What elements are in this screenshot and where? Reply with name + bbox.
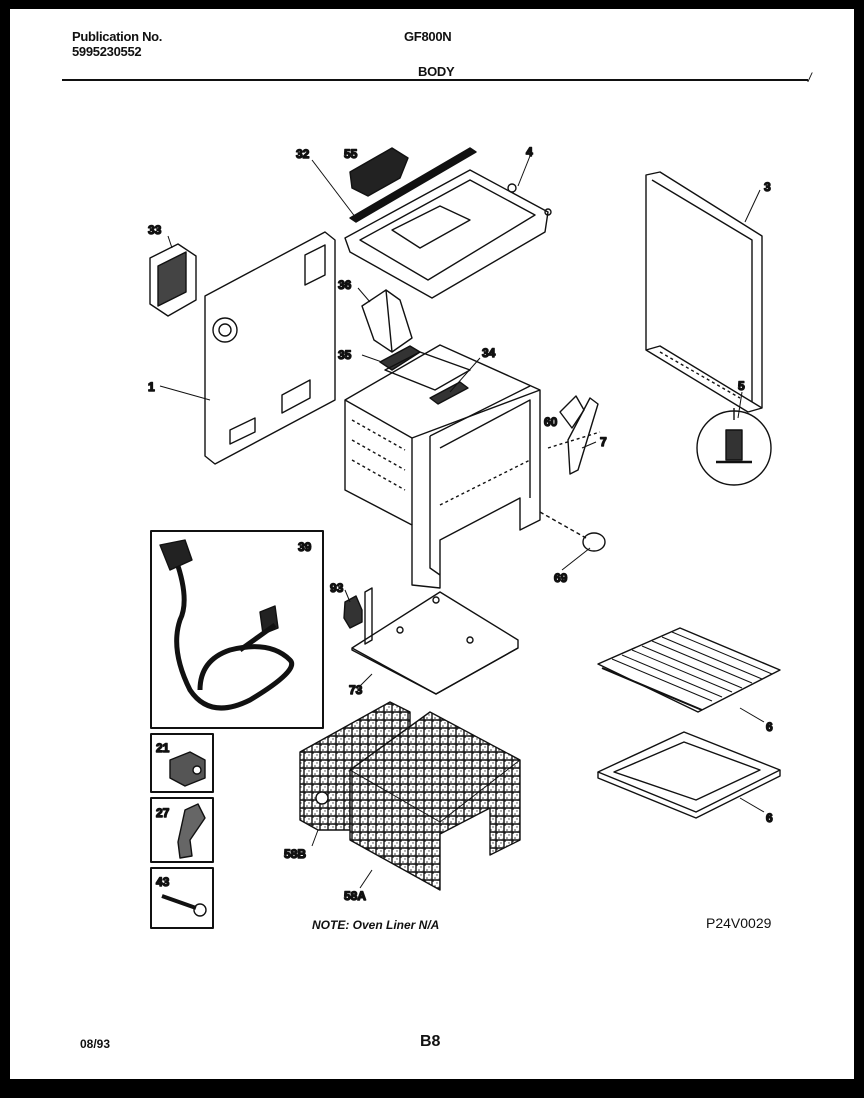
- callout-43: 43: [156, 875, 170, 889]
- corner-mark: /: [808, 70, 812, 85]
- model-number: GF800N: [404, 29, 452, 44]
- callout-58b: 58B: [284, 847, 306, 861]
- part-43-box: [150, 867, 214, 929]
- part-33-box: [149, 243, 197, 317]
- page-number: B8: [420, 1033, 441, 1050]
- callout-5: 5: [738, 379, 745, 393]
- callout-55: 55: [344, 147, 358, 161]
- oven-body-frame: [344, 344, 541, 589]
- callout-6-rack: 6: [766, 720, 773, 734]
- callout-58a: 58A: [344, 889, 366, 903]
- header-rule: [62, 79, 808, 81]
- part-27-box: [150, 797, 214, 863]
- publication-number: 5995230552: [72, 44, 142, 59]
- part-39-cord-box: [150, 530, 324, 729]
- callout-3: 3: [764, 180, 771, 194]
- part-5-detail: [696, 408, 772, 486]
- part-3-side-panel: [645, 171, 763, 413]
- print-date: 08/93: [80, 1037, 111, 1051]
- part-58a-insulation: [349, 711, 521, 891]
- callout-7: 7: [600, 435, 607, 449]
- part-8-broil-pan: [597, 731, 781, 819]
- section-title: BODY: [418, 64, 455, 79]
- diagram-code: P24V0029: [706, 915, 772, 931]
- oven-liner-note: NOTE: Oven Liner N/A: [312, 918, 440, 932]
- part-6-oven-rack: [597, 627, 781, 713]
- part-55-bracket: [349, 147, 409, 197]
- callout-36: 36: [338, 278, 352, 292]
- part-32-strip: [349, 147, 477, 223]
- part-1-back-panel: [204, 231, 336, 465]
- callout-32: 32: [296, 147, 310, 161]
- callout-39: 39: [298, 540, 312, 554]
- part-35-bracket: [379, 345, 421, 371]
- part-21-box: [150, 733, 214, 793]
- callout-33: 33: [148, 223, 162, 237]
- part-36-duct: [361, 289, 413, 353]
- callout-73: 73: [349, 683, 363, 697]
- callout-6-pan: 6: [766, 811, 773, 825]
- callout-4: 4: [526, 145, 533, 159]
- callout-34: 34: [482, 346, 496, 360]
- callout-1: 1: [148, 380, 155, 394]
- callout-69: 69: [554, 571, 568, 585]
- callout-93: 93: [330, 581, 344, 595]
- part-73-bottom-plate: [351, 591, 519, 695]
- callout-35: 35: [338, 348, 352, 362]
- callout-21: 21: [156, 741, 170, 755]
- publication-label: Publication No.: [72, 29, 163, 44]
- callout-labels: 32 55 4 3 33 1 36 35 34 60 7 5 69 39 93 …: [147, 144, 773, 903]
- callout-27: 27: [156, 806, 170, 820]
- part-69-plug: [539, 511, 606, 552]
- callout-60: 60: [544, 415, 558, 429]
- part-60-7-brackets: [547, 395, 601, 475]
- part-93-switch: [343, 587, 373, 645]
- part-4-top-panel: [344, 169, 552, 299]
